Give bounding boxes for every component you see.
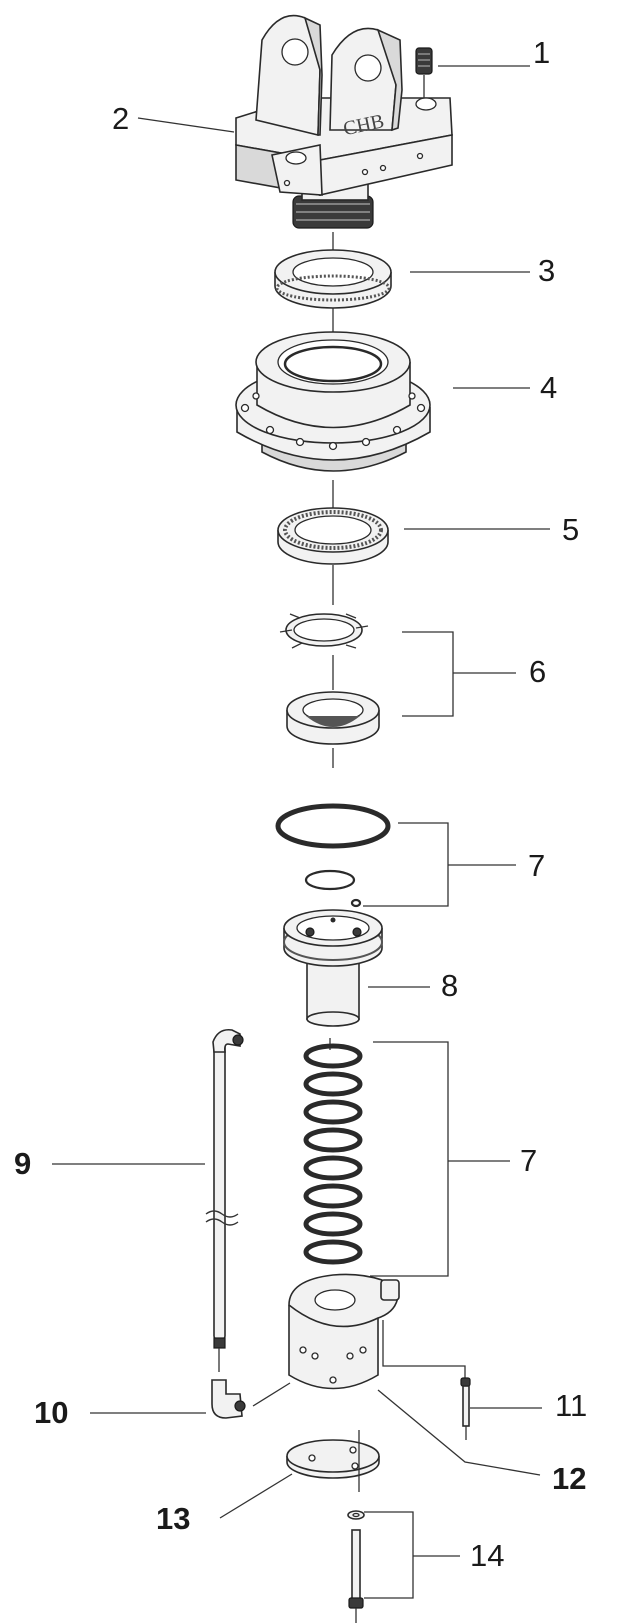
- bracket-7b: [370, 1041, 449, 1277]
- part-2-swivel-housing: CHB: [235, 14, 453, 229]
- part-8-swivel-insert: [283, 909, 383, 1027]
- bracket-6: [402, 631, 454, 717]
- callout-8: 8: [441, 968, 459, 1003]
- callout-1: 1: [533, 35, 551, 70]
- part-14-bolt-washer: [347, 1510, 365, 1623]
- leader-10-link: [252, 1382, 291, 1407]
- part-3-upper-bearing: [274, 249, 392, 309]
- part-7-seal-stack: [303, 1043, 363, 1265]
- part-9-hydraulic-pipe: [205, 1028, 244, 1372]
- part-10-elbow-fitting: [211, 1379, 246, 1419]
- callout-6: 6: [529, 654, 547, 689]
- part-7-upper-seals: [275, 803, 391, 908]
- leader-13: [219, 1473, 293, 1519]
- part-6-lockwasher-nut: [279, 613, 380, 745]
- leader-12: [377, 1389, 541, 1476]
- bracket-7a: [363, 822, 449, 907]
- callout-9: 9: [14, 1146, 32, 1181]
- part-11-side-bolt: [382, 1320, 471, 1440]
- callout-13: 13: [156, 1501, 191, 1536]
- leader-2: [137, 117, 235, 133]
- callout-10: 10: [34, 1395, 69, 1430]
- bracket-14: [364, 1511, 414, 1599]
- callout-7-lower: 7: [520, 1143, 538, 1178]
- leader-lines: [52, 65, 550, 1599]
- part-12-lower-body: [288, 1273, 400, 1390]
- part-1-grease-nipple: [415, 47, 433, 98]
- callout-7-upper: 7: [528, 848, 546, 883]
- part-4-rotator-housing: [235, 331, 431, 472]
- part-5-lower-bearing: [277, 507, 389, 565]
- callout-5: 5: [562, 512, 580, 547]
- callout-14: 14: [470, 1538, 505, 1573]
- callout-3: 3: [538, 253, 556, 288]
- callout-11: 11: [555, 1388, 588, 1423]
- callout-2: 2: [112, 101, 130, 136]
- callout-4: 4: [540, 370, 558, 405]
- part-13-base-plate: [286, 1430, 380, 1492]
- callout-12: 12: [552, 1461, 587, 1496]
